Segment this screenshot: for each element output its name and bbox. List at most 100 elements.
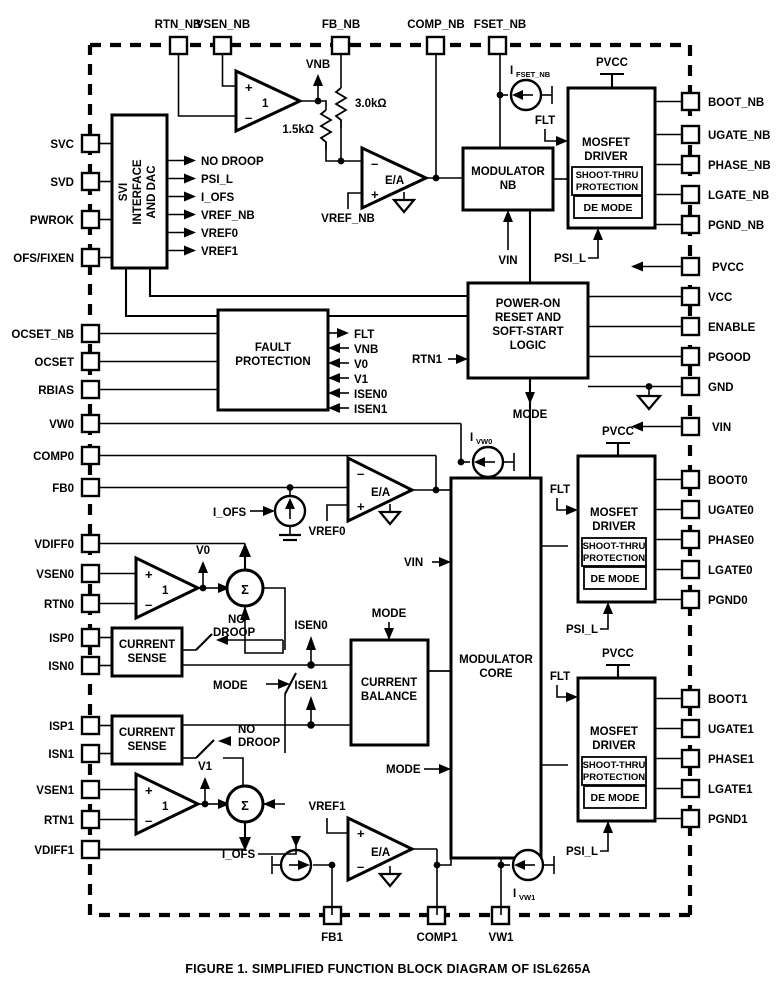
pin-label-vdiff1: VDIFF1 [34, 845, 74, 857]
pin-label-phase-nb: PHASE_NB [708, 160, 771, 172]
pin-phase0[interactable]: PHASE0 [655, 529, 754, 550]
pin-lgate1[interactable]: LGATE1 [655, 778, 753, 799]
pin-svd[interactable]: SVD [50, 171, 112, 192]
pin-fb-nb[interactable]: FB_NB [322, 19, 360, 56]
pin-ocset-nb[interactable]: OCSET_NB [11, 323, 218, 344]
current-source-iofs-0: I_OFS [213, 484, 307, 542]
amp-1-minus: – [145, 813, 152, 828]
signal-label-flt-1: FLT [550, 671, 570, 683]
current-source-ivw0: I VW0 [457, 423, 515, 479]
pin-rtn0[interactable]: RTN0 [44, 593, 136, 614]
misc-wires [244, 543, 451, 672]
modulator-nb-line2: NB [500, 180, 517, 192]
signal-label-vref0: VREF0 [201, 228, 238, 240]
pin-rbias[interactable]: RBIAS [38, 379, 218, 400]
pin-fset-nb[interactable]: FSET_NB [474, 19, 526, 56]
pin-pvcc[interactable]: PVCC [631, 256, 744, 277]
pin-svc[interactable]: SVC [50, 133, 112, 154]
pin-ugate-nb[interactable]: UGATE_NB [655, 124, 770, 145]
pin-isp1[interactable]: ISP1 [49, 715, 112, 736]
fault-in-isen1: ISEN1 [328, 403, 388, 416]
svi-label-line2: INTERFACE [132, 159, 144, 225]
signal-label-iofs-1: I_OFS [222, 849, 256, 861]
signal-label-mode-balance: MODE [372, 608, 407, 620]
pin-ugate0[interactable]: UGATE0 [655, 499, 754, 520]
pin-pgood[interactable]: PGOOD [588, 346, 751, 367]
pin-label-vw0: VW0 [49, 419, 74, 431]
pin-label-pwrok: PWROK [30, 215, 75, 227]
pin-ocset[interactable]: OCSET [34, 351, 218, 372]
pin-lgate0[interactable]: LGATE0 [655, 559, 753, 580]
pin-label-pgood: PGOOD [708, 352, 751, 364]
svi-out-psi-l: PSI_L [167, 173, 233, 186]
pin-ugate1[interactable]: UGATE1 [655, 718, 754, 739]
amp-ea-nb-label: E/A [385, 175, 404, 187]
resistor-droop-1k5: 1.5kΩ [282, 100, 341, 162]
pin-rtn1[interactable]: RTN1 [44, 809, 136, 830]
pin-label-ugate-nb: UGATE_NB [708, 130, 770, 142]
pin-label-vin: VIN [712, 422, 731, 434]
driver-0-line1: MOSFET [590, 507, 638, 519]
pin-fb1[interactable]: FB1 [321, 905, 343, 944]
pin-pwrok[interactable]: PWROK [30, 209, 112, 230]
block-fault-protection: FAULT PROTECTION FLT VNB V0 V1 ISEN0 [216, 308, 468, 416]
pin-comp0[interactable]: COMP0 [33, 445, 436, 466]
pin-label-comp0: COMP0 [33, 451, 74, 463]
pin-isn0[interactable]: ISN0 [48, 655, 112, 676]
pin-phase1[interactable]: PHASE1 [655, 748, 755, 769]
pin-label-fb0: FB0 [52, 483, 74, 495]
signal-label-flt-0: FLT [550, 484, 570, 496]
driver-nb-shoot1: SHOOT-THRU [576, 170, 639, 181]
fault-in-vnb: VNB [328, 343, 378, 356]
pin-fb0[interactable]: FB0 [52, 477, 348, 498]
current-source-label-ivw0-sub: VW0 [476, 437, 492, 446]
current-source-ifset-nb: I FSET_NB [496, 54, 553, 178]
pin-label-phase1: PHASE1 [708, 754, 755, 766]
pin-label-vdiff0: VDIFF0 [34, 539, 74, 551]
svi-output-signals: NO DROOP PSI_L I_OFS VREF_NB VREF0 VREF1 [167, 155, 264, 258]
pin-vsen1[interactable]: VSEN1 [36, 779, 136, 800]
pin-vcc[interactable]: VCC [588, 286, 732, 307]
pin-enable[interactable]: ENABLE [588, 316, 756, 337]
pin-gnd[interactable]: GND [588, 376, 734, 411]
signal-label-vref1: VREF1 [201, 246, 239, 258]
pin-label-lgate1: LGATE1 [708, 784, 753, 796]
pin-lgate-nb[interactable]: LGATE_NB [655, 184, 769, 205]
amp-ea-nb-minus: – [371, 156, 378, 171]
signal-iofs-0-arrow: I_OFS [213, 506, 275, 519]
block-current-sense-0: CURRENT SENSE [110, 626, 351, 678]
pin-pgnd0[interactable]: PGND0 [655, 589, 748, 610]
pin-vdiff0[interactable]: VDIFF0 [34, 533, 245, 554]
pin-label-boot0: BOOT0 [708, 475, 748, 487]
pin-comp-nb[interactable]: COMP_NB [407, 19, 465, 56]
signal-label-vref0-input: VREF0 [308, 526, 345, 538]
amp-ea0-label: E/A [371, 487, 390, 499]
pin-isp0[interactable]: ISP0 [49, 627, 112, 648]
signal-label-vref-nb: VREF_NB [201, 210, 255, 222]
signal-label-v0: V0 [196, 545, 210, 557]
pin-rtn-nb[interactable]: RTN_NB [155, 19, 202, 56]
pin-comp1[interactable]: COMP1 [417, 905, 459, 944]
current-source-label-ifset-main: I [510, 65, 513, 77]
block-modulator-nb: MODULATOR NB VIN [461, 146, 568, 296]
amp-ea-nb-plus: + [371, 187, 379, 202]
driver-nb-pvcc-input: PVCC [596, 57, 628, 88]
pin-vw0[interactable]: VW0 [49, 413, 461, 434]
amp-1-gain: 1 [162, 801, 169, 813]
pin-boot1[interactable]: BOOT1 [655, 688, 748, 709]
current-balance-mode-input: MODE [372, 608, 407, 640]
driver-nb-demode: DE MODE [583, 202, 632, 214]
signal-label-vref-nb-input: VREF_NB [321, 213, 375, 225]
pin-isn1[interactable]: ISN1 [48, 743, 112, 764]
pin-vsen0[interactable]: VSEN0 [36, 563, 136, 584]
pin-boot-nb[interactable]: BOOT_NB [655, 91, 764, 112]
pin-ofs-fixen[interactable]: OFS/FIXEN [13, 247, 112, 268]
pin-vin[interactable]: VIN [631, 416, 731, 437]
amp-0-minus: – [145, 597, 152, 612]
pin-pgnd1[interactable]: PGND1 [655, 808, 748, 829]
pin-pgnd-nb[interactable]: PGND_NB [655, 214, 764, 235]
pin-vsen-nb[interactable]: VSEN_NB [196, 19, 250, 56]
pin-boot0[interactable]: BOOT0 [655, 469, 748, 490]
svi-bottom-wires [124, 268, 468, 318]
pin-phase-nb[interactable]: PHASE_NB [655, 154, 771, 175]
